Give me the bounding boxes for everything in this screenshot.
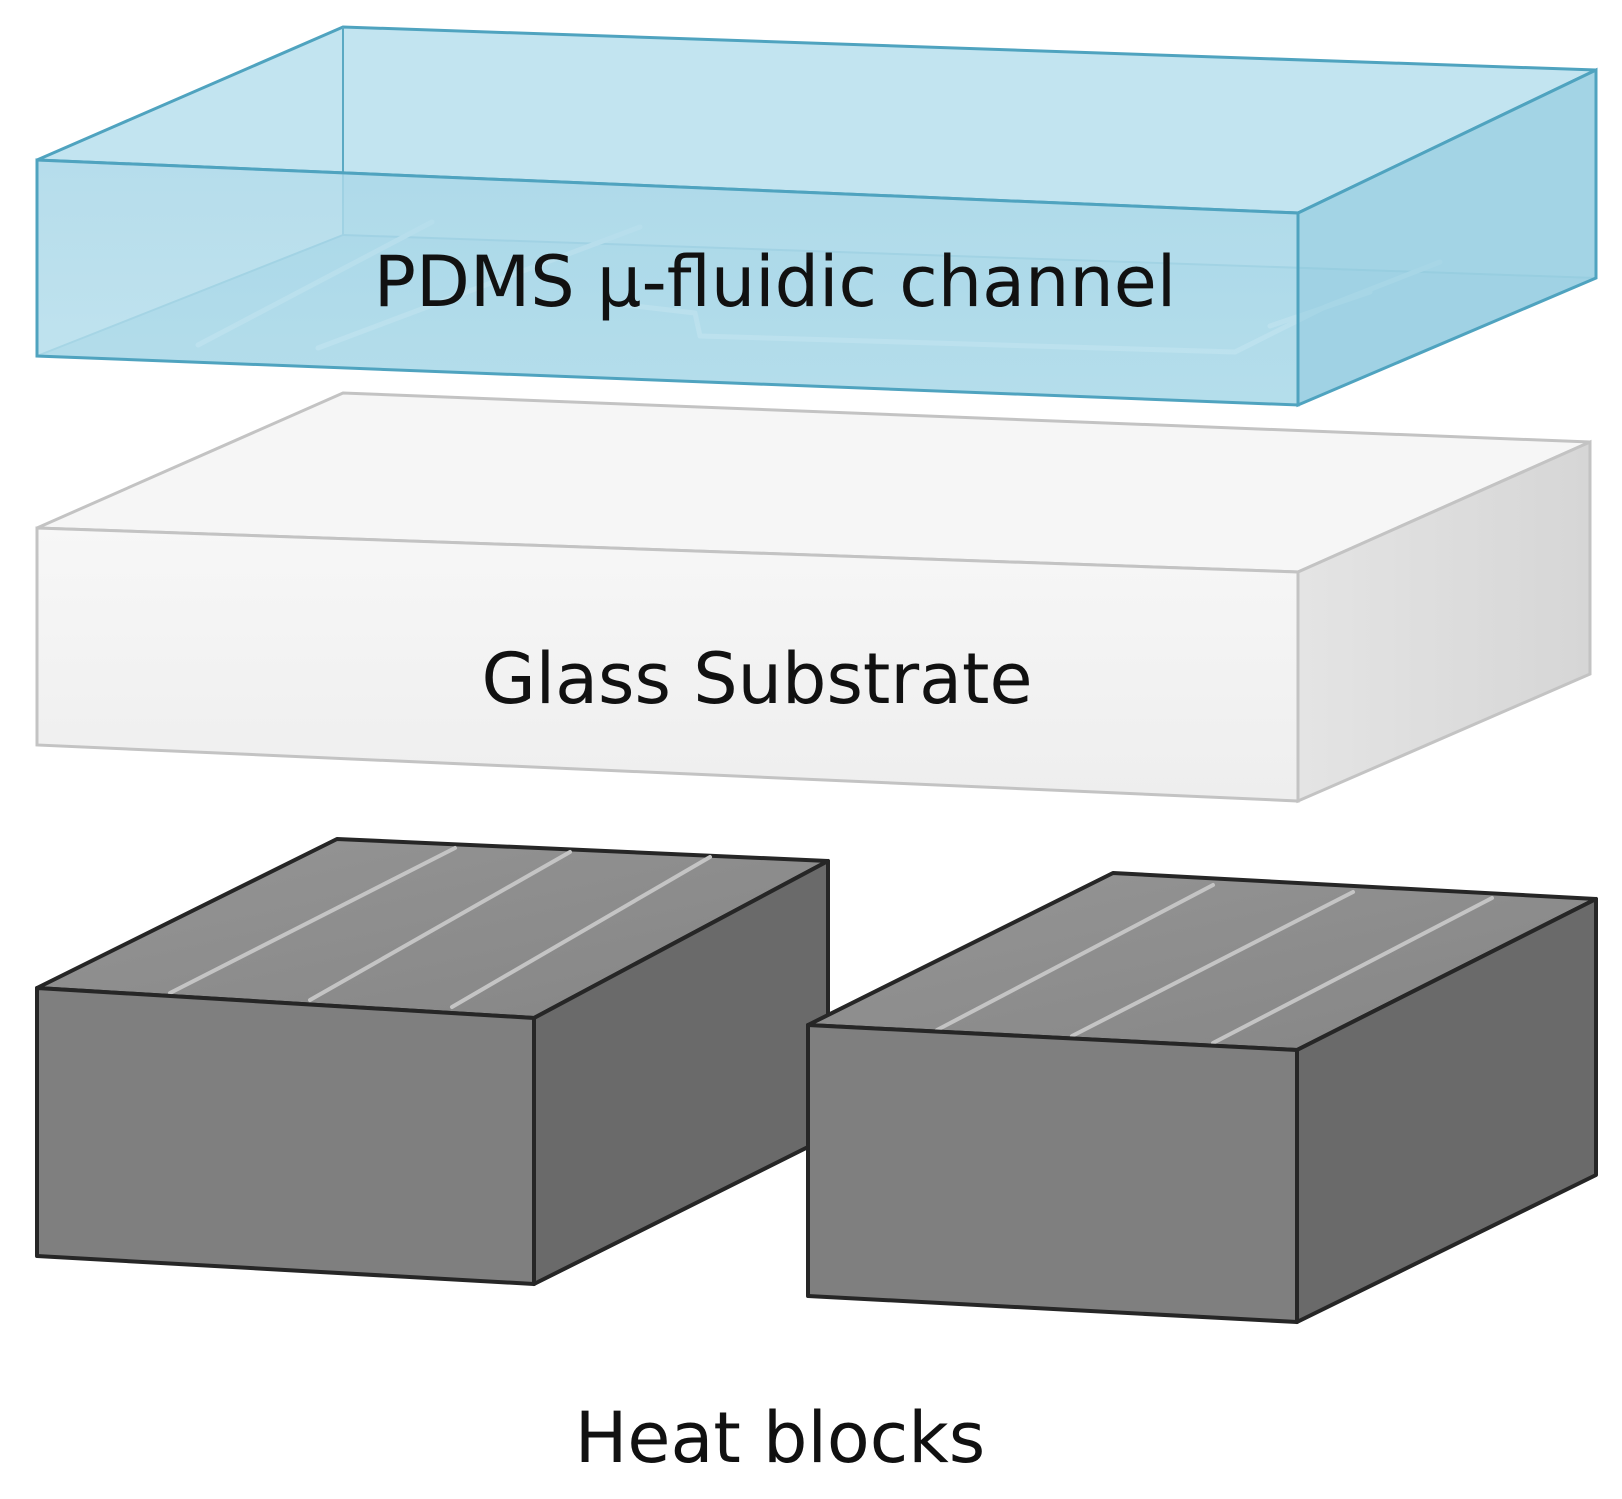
stripe xyxy=(308,850,572,1002)
heat-block-front-face xyxy=(35,986,536,1286)
heat-block-right-face xyxy=(1295,897,1598,1324)
glass-label: Glass Substrate xyxy=(481,638,1032,720)
heat-block-right xyxy=(806,871,1598,1324)
heat-block-front-face xyxy=(806,1023,1299,1324)
pdms-right-face xyxy=(1296,67,1598,408)
pdms-label: PDMS μ-fluidic channel xyxy=(374,241,1177,323)
stripe xyxy=(1070,890,1355,1038)
heat-block-left xyxy=(35,837,830,1286)
stripe xyxy=(935,883,1215,1032)
heat-block-top-stripes xyxy=(935,883,1494,1045)
heat-blocks-label: Heat blocks xyxy=(575,1397,986,1479)
stripe xyxy=(1211,896,1494,1045)
glass-layer: Glass Substrate xyxy=(35,391,1592,804)
stripe xyxy=(168,846,457,995)
glass-right-face xyxy=(1296,439,1592,804)
stripe xyxy=(450,855,712,1009)
heat-block-top-stripes xyxy=(168,846,712,1009)
pdms-layer: PDMS μ-fluidic channel xyxy=(35,25,1598,408)
